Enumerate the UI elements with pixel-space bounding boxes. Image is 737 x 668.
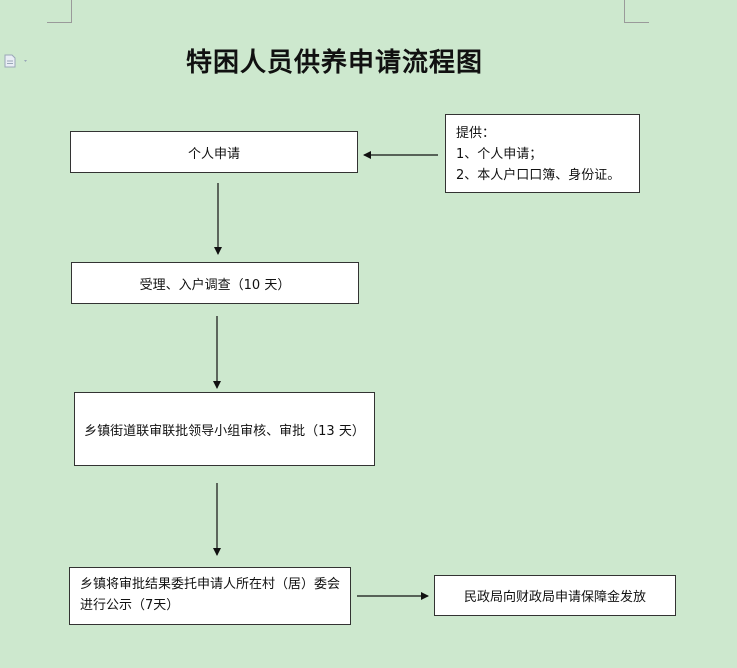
- step-label: 民政局向财政局申请保障金发放: [463, 590, 646, 605]
- note-heading: 提供：: [456, 126, 496, 141]
- step-personal-application: 个人申请: [70, 131, 358, 173]
- step-label: 个人申请: [187, 146, 240, 162]
- step-label: 乡镇街道联审联批领导小组审核、审批（13 天）: [84, 423, 365, 439]
- step-fund-disbursement: 民政局向财政局申请保障金发放: [434, 575, 676, 616]
- step-publicize: 乡镇将审批结果委托申请人所在村（居）委会进行公示（7天）: [69, 567, 351, 625]
- note-item: 1、个人申请；: [456, 147, 543, 162]
- step-label: 受理、入户调查（10 天）: [139, 277, 291, 293]
- step-label: 乡镇将审批结果委托申请人所在村（居）委会进行公示（7天）: [80, 577, 341, 613]
- page-corner-top-left: [47, 0, 72, 23]
- note-item: 2、本人户口口簿、身份证。: [456, 168, 621, 183]
- document-icon[interactable]: [4, 54, 30, 68]
- step-review-approval: 乡镇街道联审联批领导小组审核、审批（13 天）: [74, 392, 375, 466]
- page-title: 特困人员供养申请流程图: [186, 48, 484, 78]
- step-acceptance-investigation: 受理、入户调查（10 天）: [71, 262, 359, 304]
- page-corner-top-right: [624, 0, 649, 23]
- required-documents-note: 提供： 1、个人申请； 2、本人户口口簿、身份证。: [445, 114, 640, 193]
